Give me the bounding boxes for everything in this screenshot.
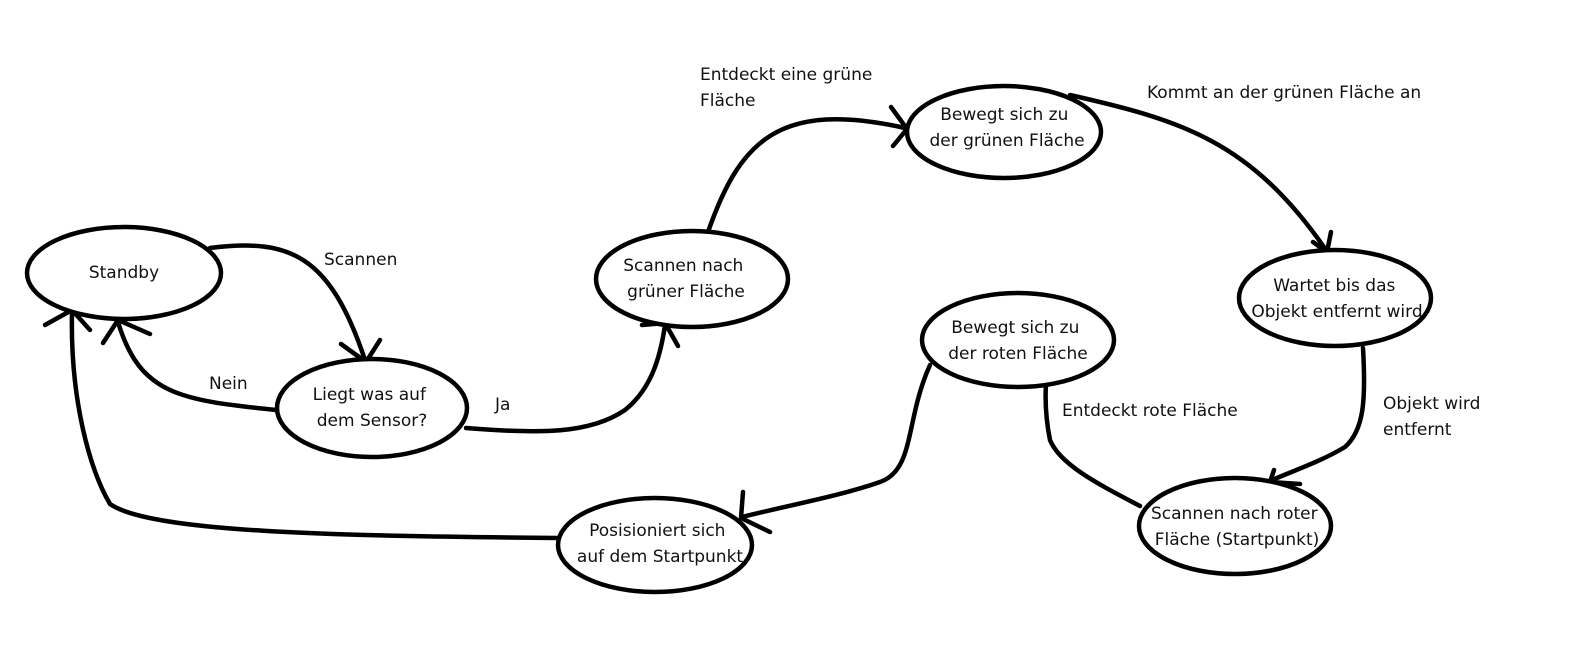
svg-text:Bewegt sich zu der grüne: Bewegt sich zu der grünen Fläche bbox=[929, 105, 1084, 151]
node-move-red: Bewegt sich zu der roten Fläche bbox=[919, 290, 1117, 390]
edge-position-to-standby bbox=[69, 309, 561, 541]
node-scan-green: Scannen nach grüner Fläche bbox=[593, 228, 791, 330]
svg-text:Nein: Nein bbox=[209, 374, 248, 394]
edge-scan-red-to-move-red bbox=[1043, 381, 1143, 509]
svg-text:Scannen nach roter Fläch: Scannen nach roter Fläche (Startpunkt) bbox=[1151, 504, 1323, 550]
svg-text:Ja: Ja bbox=[494, 395, 510, 415]
edge-scan-green-to-move-green bbox=[705, 117, 908, 235]
svg-text:Scannen nach grüner Fläc: Scannen nach grüner Fläche bbox=[623, 256, 748, 302]
edge-move-red-to-position-arrowhead bbox=[738, 489, 773, 535]
edge-label-scannen: Scannen bbox=[324, 250, 397, 270]
edge-label-ja: Ja bbox=[494, 395, 510, 415]
node-sensor-line-1: Liegt was auf bbox=[313, 385, 427, 405]
node-move-red-line-2: der roten Fläche bbox=[948, 344, 1087, 364]
svg-text:Scannen: Scannen bbox=[324, 250, 397, 270]
edge-label-entdeckt-rot: Entdeckt rote Fläche bbox=[1062, 401, 1238, 421]
node-standby: Standby bbox=[24, 224, 224, 322]
node-move-green-line-1: Bewegt sich zu bbox=[940, 105, 1068, 125]
node-wait-line-1: Wartet bis das bbox=[1273, 276, 1395, 296]
edge-label-entdeckt-gruen-line-1: Entdeckt eine grüne bbox=[700, 65, 872, 85]
node-scan-green-line-1: Scannen nach bbox=[623, 256, 743, 276]
node-scan-red-line-2: Fläche (Startpunkt) bbox=[1155, 530, 1320, 550]
node-wait: Wartet bis das Objekt entfernt wird bbox=[1236, 247, 1434, 349]
node-standby-line-1: Standby bbox=[89, 263, 159, 283]
node-move-green-line-2: der grünen Fläche bbox=[929, 131, 1084, 151]
node-wait-line-2: Objekt entfernt wird bbox=[1251, 302, 1422, 322]
node-sensor: Liegt was auf dem Sensor? bbox=[274, 356, 470, 460]
edge-label-objekt-entfernt-line-1: Objekt wird bbox=[1383, 394, 1480, 414]
node-scan-green-line-2: grüner Fläche bbox=[627, 282, 745, 302]
svg-text:Entdeckt rote Fläche: Entdeckt rote Fläche bbox=[1062, 401, 1238, 421]
edge-standby-to-sensor bbox=[207, 243, 368, 363]
svg-text:Bewegt sich zu der roten: Bewegt sich zu der roten Fläche bbox=[948, 318, 1087, 364]
edge-move-red-to-position bbox=[739, 362, 933, 520]
svg-text:Liegt was auf dem Sensor: Liegt was auf dem Sensor? bbox=[313, 385, 432, 431]
node-position-line-1: Posisioniert sich bbox=[589, 521, 725, 541]
svg-text:Kommt an der grünen Fläche an: Kommt an der grünen Fläche an bbox=[1147, 83, 1421, 103]
node-scan-red: Scannen nach roter Fläche (Startpunkt) bbox=[1136, 475, 1334, 577]
node-move-green: Bewegt sich zu der grünen Fläche bbox=[904, 83, 1104, 181]
edge-label-nein: Nein bbox=[209, 374, 248, 394]
edge-label-entdeckt-gruen-line-2: Fläche bbox=[700, 91, 756, 111]
edge-sensor-to-standby bbox=[115, 319, 279, 413]
node-sensor-line-2: dem Sensor? bbox=[317, 411, 428, 431]
edge-label-kommt-an: Kommt an der grünen Fläche an bbox=[1147, 83, 1421, 103]
node-move-red-line-1: Bewegt sich zu bbox=[951, 318, 1079, 338]
svg-text:Posisioniert sich auf de: Posisioniert sich auf dem Startpunkt bbox=[577, 521, 744, 567]
edge-sensor-to-scan-green bbox=[463, 322, 668, 434]
node-scan-red-line-1: Scannen nach roter bbox=[1151, 504, 1318, 524]
edge-label-objekt-entfernt-line-2: entfernt bbox=[1383, 420, 1452, 440]
svg-text:Entdeckt eine grüne Fläche: Entdeckt eine grüne Fläche bbox=[700, 65, 878, 111]
node-position: Posisioniert sich auf dem Startpunkt bbox=[555, 495, 755, 595]
edge-wait-to-scan-red bbox=[1267, 345, 1367, 484]
node-standby-label: Standby bbox=[89, 263, 159, 283]
svg-text:Objekt wird entfernt: Objekt wird entfernt bbox=[1383, 394, 1486, 440]
node-position-line-2: auf dem Startpunkt bbox=[577, 547, 744, 567]
edge-move-green-to-wait bbox=[1067, 92, 1329, 253]
svg-text:Wartet bis das Objekt en: Wartet bis das Objekt entfernt wird bbox=[1251, 276, 1422, 322]
